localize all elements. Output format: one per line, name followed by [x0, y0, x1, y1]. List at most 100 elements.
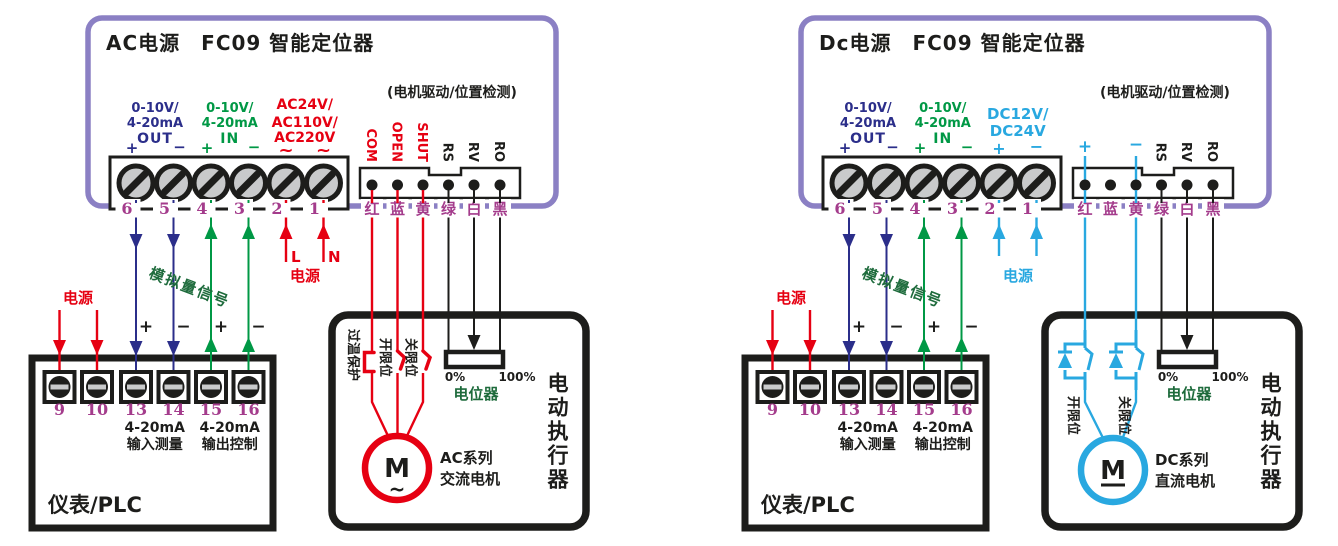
connector-pin	[1181, 179, 1193, 191]
wire-color-label: 黑	[1205, 200, 1220, 218]
down-arrow	[880, 234, 893, 249]
drive-wires: 开限位 关限位	[1056, 190, 1145, 441]
plc-output-line1: 4-20mA	[913, 420, 974, 436]
wire-color-label: 蓝	[1103, 200, 1118, 218]
plc-terminal-10	[80, 370, 114, 404]
polarity-plus: +	[214, 317, 228, 337]
pot-max-label: 100%	[1211, 370, 1248, 384]
supply-label: AC24V/ AC110V/ AC220V ~ ~	[272, 97, 339, 161]
plc-terminal-16	[944, 370, 979, 404]
plc-name: 仪表/PLC	[760, 493, 855, 517]
analog-in-line3: IN	[933, 131, 952, 147]
polarity-plus: +	[139, 317, 153, 337]
supply-line1: AC24V/	[276, 97, 333, 113]
drive-connector: (电机驱动/位置检测) COM OPEN SHUT RS RV RO	[358, 84, 522, 200]
analog-out-line3: OUT	[137, 131, 173, 147]
wire-color-label: 黄	[415, 200, 430, 218]
connector-pin	[443, 179, 454, 191]
screw-terminal-6	[832, 166, 866, 200]
down-arrow	[167, 341, 180, 356]
screw-terminal-3	[232, 166, 266, 200]
polarity-minus: −	[889, 317, 903, 337]
drive-connector: (电机驱动/位置检测) + − RS RV RO	[1071, 84, 1235, 200]
analog-out-line2: 4-20mA	[127, 116, 183, 131]
ac-motor-icon	[361, 432, 433, 504]
position-sensor-wires	[447, 190, 501, 352]
plc-terminal-15	[194, 370, 228, 404]
down-arrow	[842, 234, 856, 249]
dc-power-caption: 电源	[1003, 267, 1033, 285]
panel-title: Dc电源 FC09 智能定位器	[819, 31, 1086, 55]
supply-line1: DC12V/	[987, 105, 1049, 123]
plc-section: 电源 9 10 13 14 15 16 4-20mA 输入测量 4-20mA 输…	[42, 289, 266, 517]
pin-label-rs: RS	[1153, 143, 1168, 162]
close-limit-label: 关限位	[1116, 396, 1132, 435]
connector-pin	[468, 179, 480, 191]
plc-power-caption: 电源	[63, 289, 93, 307]
motor-ac-symbol: ~	[389, 477, 406, 501]
open-limit-label: 开限位	[377, 338, 393, 377]
screw-terminal-2	[269, 166, 303, 200]
polarity-minus: −	[176, 317, 190, 337]
down-arrow	[129, 234, 143, 249]
motor-series-line1: AC系列	[440, 449, 493, 467]
analog-out-plus: +	[839, 139, 852, 157]
plc-terminal-9	[42, 370, 77, 404]
analog-in-plus: +	[914, 139, 927, 157]
screw-terminal-5	[157, 166, 191, 200]
actuator-section: 0% 100% 电位器 M DC系列 直流电机 电动执行器	[1077, 349, 1283, 506]
mains-neutral-label: N	[328, 248, 341, 266]
analog-signal-note: 模拟量信号	[147, 264, 233, 311]
supply-minus: −	[1030, 137, 1043, 156]
actuator-name: 电动执行器	[1258, 372, 1283, 492]
terminal-number: 3	[947, 199, 958, 218]
analog-out-label: 0-10V/ 4-20mA OUT + −	[126, 101, 186, 157]
connector-pin	[392, 179, 403, 191]
panel-title: AC电源 FC09 智能定位器	[106, 31, 374, 55]
polarity-plus: +	[927, 317, 941, 337]
analog-in-label: 0-10V/ 4-20mA IN + −	[914, 101, 974, 157]
down-arrow	[167, 234, 180, 249]
supply-plus: +	[992, 139, 1005, 158]
up-arrow	[242, 224, 255, 239]
pot-name-label: 电位器	[1166, 385, 1212, 403]
screw-terminal-4	[907, 166, 941, 200]
plc-terminal-number: 14	[162, 400, 184, 419]
analog-in-wires	[917, 200, 968, 378]
analog-in-plus: +	[201, 139, 214, 157]
position-sensor-wires	[1160, 190, 1214, 352]
plc-name: 仪表/PLC	[47, 493, 142, 517]
pot-min-label: 0%	[445, 370, 465, 384]
plc-terminal-number: 15	[913, 400, 935, 419]
terminal-number: 5	[159, 199, 170, 218]
drive-wires	[370, 190, 425, 439]
wire-color-label: 绿	[441, 200, 457, 218]
plc-terminal-number: 14	[875, 400, 897, 419]
terminal-number: 1	[1022, 199, 1033, 218]
ac-wiring-diagram: AC电源 FC09 智能定位器 0-10V/ 4-20mA OUT + − 0-…	[28, 15, 590, 532]
plc-terminal-number: 13	[838, 400, 860, 419]
up-arrow	[204, 337, 218, 352]
connector-caption: (电机驱动/位置检测)	[1100, 84, 1230, 101]
terminal-number-band: 6 5 4 3 2 1 红 蓝 黄 绿 白 黑	[828, 199, 1224, 218]
analog-in-line3: IN	[220, 131, 239, 147]
analog-out-minus: −	[886, 138, 899, 156]
plc-input-line1: 4-20mA	[838, 420, 899, 436]
potentiometer-icon	[443, 349, 506, 370]
plc-power-caption: 电源	[776, 289, 806, 307]
analog-out-minus: −	[173, 138, 186, 156]
pin-label-plus: +	[1078, 137, 1092, 157]
supply-line3: AC220V	[274, 130, 335, 146]
analog-in-minus: −	[961, 138, 974, 156]
connector-pin	[1130, 179, 1142, 191]
plc-terminal-number: 9	[54, 400, 65, 419]
screw-terminal-6	[119, 166, 153, 200]
up-arrow	[992, 224, 1006, 239]
down-arrow	[880, 341, 893, 356]
plc-output-line1: 4-20mA	[200, 420, 261, 436]
actuator-section: 过温保护 开限位 关限位 0% 100% 电位器 M ~ AC系列 交流电机 电…	[345, 329, 570, 504]
plc-terminal-number: 16	[950, 400, 972, 419]
dc-supply-wires: 电源	[992, 200, 1043, 285]
up-arrow	[279, 224, 293, 239]
plc-section: 电源 9 10 13 14 15 16 4-20mA 输入测量 4-20mA 输…	[755, 289, 979, 517]
